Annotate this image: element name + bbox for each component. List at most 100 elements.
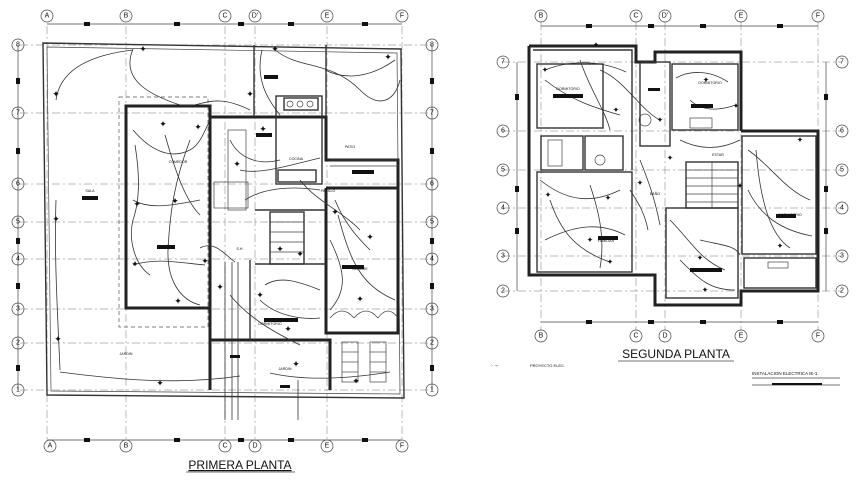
axis-bubble-left-side: 2 [11, 336, 25, 350]
svg-text:B: B [124, 13, 129, 20]
light-fixtures-right: ✦ ✦ ✦ ✦ ✦ ✦ ✦ ✦ ✦ ✦ ✦ ✦ ✦ ✦ ✦ ✦ ✦ [542, 41, 804, 295]
svg-text:A: A [48, 443, 53, 450]
axis-bubble-left-side: 8 [11, 38, 25, 52]
svg-text:✦: ✦ [366, 233, 374, 243]
svg-text:A: A [45, 13, 50, 20]
svg-text:✦: ✦ [139, 45, 147, 55]
svg-text:4: 4 [840, 205, 844, 212]
svg-text:7: 7 [840, 59, 844, 66]
svg-text:8: 8 [430, 42, 434, 49]
axis-bubble-left-side: 6 [496, 124, 510, 138]
svg-text:4: 4 [16, 256, 20, 263]
svg-text:B: B [539, 333, 544, 340]
svg-text:1: 1 [16, 387, 20, 394]
axis-bubble-bottom: F [395, 439, 409, 453]
svg-text:E: E [325, 13, 330, 20]
axis-bubble-right-side: 2 [425, 336, 439, 350]
svg-text:✦: ✦ [194, 123, 202, 133]
svg-text:6: 6 [840, 128, 844, 135]
wiring-right [539, 59, 813, 291]
room-sala: SALA [85, 189, 95, 193]
svg-text:5: 5 [16, 219, 20, 226]
axis-bubble-bottom: C [629, 329, 643, 343]
room-dormitorio-3: DORMITORIO [556, 87, 579, 91]
axis-bubble-right-side: 8 [425, 38, 439, 52]
svg-text:✦: ✦ [331, 208, 339, 218]
axis-bubble-right-side: 6 [425, 177, 439, 191]
room-sh: S.H. [237, 247, 244, 251]
svg-text:B: B [539, 13, 544, 20]
svg-text:5: 5 [501, 167, 505, 174]
svg-text:✦: ✦ [702, 286, 709, 295]
dimension-lines-right [515, 24, 828, 324]
axis-bubble-top: B [119, 9, 133, 23]
svg-text:✦: ✦ [697, 254, 704, 263]
axis-bubble-left-side: 3 [496, 249, 510, 263]
svg-text:✦: ✦ [156, 379, 164, 389]
svg-text:3: 3 [501, 253, 505, 260]
lot-boundary-inner-left [46, 46, 401, 395]
axis-bubble-bottom: C [218, 439, 232, 453]
svg-text:✦: ✦ [246, 90, 254, 100]
axis-bubble-top: D' [248, 9, 262, 23]
axis-bubble-right-side: 4 [835, 201, 849, 215]
room-bano: BAÑO [650, 191, 660, 196]
axis-bubble-top: C [218, 9, 232, 23]
svg-text:2: 2 [501, 288, 505, 295]
svg-text:✦: ✦ [777, 242, 784, 251]
svg-text:7: 7 [501, 59, 505, 66]
svg-text:7: 7 [16, 110, 20, 117]
svg-text:✦: ✦ [587, 236, 594, 245]
svg-text:✦: ✦ [52, 215, 60, 225]
svg-text:4: 4 [430, 256, 434, 263]
legend-label: PROYECTO ELEC. [530, 363, 565, 368]
plan-title-segunda: SEGUNDA PLANTA [622, 347, 730, 361]
svg-text:✦: ✦ [797, 136, 804, 145]
svg-text:D: D [662, 333, 667, 340]
axis-bubble-bottom: B [534, 329, 548, 343]
svg-text:✦: ✦ [613, 106, 620, 115]
house-walls-right [527, 44, 820, 307]
svg-text:2: 2 [16, 340, 20, 347]
room-tags-left [82, 75, 364, 388]
svg-text:C: C [633, 13, 638, 20]
svg-text:✦: ✦ [542, 66, 549, 75]
axis-bubble-left-side: 7 [496, 55, 510, 69]
svg-text:E: E [739, 13, 744, 20]
svg-text:✦: ✦ [667, 154, 674, 163]
svg-text:6: 6 [430, 181, 434, 188]
svg-text:3: 3 [16, 306, 20, 313]
svg-text:D: D [252, 443, 257, 450]
axis-bubble-left-side: 7 [11, 106, 25, 120]
svg-text:✦: ✦ [352, 377, 360, 387]
light-fixtures-left: ✦ ✦ ✦ ✦ ✦ ✦ ✦ ✦ ✦ ✦ ✦ ✦ ✦ ✦ ✦ ✦ ✦ ✦ ✦ ✦ … [52, 45, 392, 389]
room-dormitorio-1: DORMITORIO [698, 81, 721, 85]
svg-text:✦: ✦ [201, 257, 209, 267]
svg-text:✦: ✦ [733, 102, 740, 111]
svg-text:✦: ✦ [256, 291, 264, 301]
axis-bubble-right-side: 3 [425, 302, 439, 316]
svg-text:C: C [222, 13, 227, 20]
sheet-label: INSTALACION ELECTRICA IE-1 [752, 371, 818, 376]
svg-text:8: 8 [16, 42, 20, 49]
svg-text:✦: ✦ [605, 194, 612, 203]
svg-text:F: F [400, 13, 404, 20]
svg-text:D': D' [252, 13, 258, 20]
svg-text:C: C [222, 443, 227, 450]
wiring-left [55, 48, 401, 420]
axis-bubble-right-side: 3 [835, 249, 849, 263]
svg-text:✦: ✦ [284, 325, 292, 335]
legend-symbols: ⁘ ⊸ [490, 363, 498, 368]
axis-bubble-top: A [40, 9, 54, 23]
room-garage: GARAGE [352, 267, 368, 271]
svg-text:F: F [816, 333, 820, 340]
svg-text:✦: ✦ [607, 258, 614, 267]
axis-bubble-top: D' [658, 9, 672, 23]
svg-text:✦: ✦ [703, 76, 710, 85]
svg-text:C: C [633, 333, 638, 340]
svg-text:✦: ✦ [657, 116, 664, 125]
svg-text:✦: ✦ [159, 120, 167, 130]
axis-bubble-left-side: 4 [496, 201, 510, 215]
axis-bubble-bottom: E [734, 329, 748, 343]
svg-text:F: F [816, 13, 820, 20]
